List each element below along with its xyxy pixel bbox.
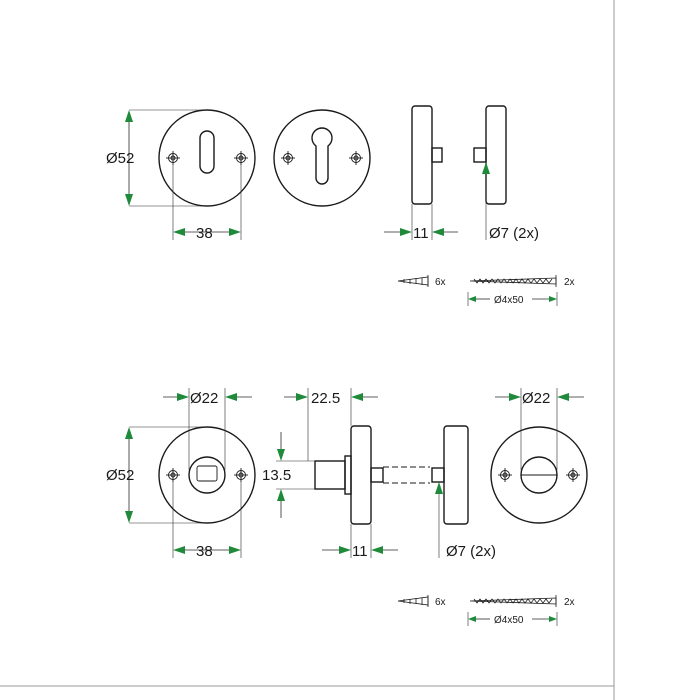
dimension-label: 22.5: [311, 390, 340, 407]
screw-long-icon: [469, 595, 557, 607]
dimension-screw-length: Ø4x50: [467, 612, 558, 626]
screw-quantity: 6x: [435, 277, 446, 288]
dimension-knob-diameter-left: Ø22: [163, 388, 252, 470]
dimension-label: Ø7 (2x): [489, 225, 539, 242]
screw-hole-icon: [233, 150, 249, 166]
dimension-label: 13.5: [262, 467, 291, 484]
screw-quantity: 2x: [564, 277, 575, 288]
dimension-thickness: 11: [322, 524, 398, 560]
dimension-label: 38: [196, 543, 213, 560]
rosette-profile-cylinder: [273, 109, 371, 207]
screw-hole-icon: [165, 150, 181, 166]
side-view-knob: [314, 425, 469, 525]
dimension-label: Ø52: [106, 150, 134, 167]
dimension-knob-height: 13.5: [262, 432, 315, 518]
screw-long-icon: [469, 275, 557, 287]
dimension-knob-diameter-right: Ø22: [495, 388, 584, 470]
dimension-label: 38: [196, 225, 213, 242]
dimension-label: 11: [352, 543, 368, 560]
rosette-turn-knob: [158, 426, 256, 524]
rosette-release: [490, 426, 588, 524]
dimension-label: Ø22: [522, 390, 550, 407]
dimension-label: Ø7 (2x): [446, 543, 496, 560]
dimension-label: 11: [413, 225, 429, 242]
screw-short-icon: [397, 595, 429, 607]
bottom-set: Ø52 Ø22 22.5: [106, 388, 588, 626]
screw-hole-icon: [233, 467, 249, 483]
dimension-pin: Ø7 (2x): [435, 482, 496, 560]
dimension-knob-length: 22.5: [284, 388, 378, 461]
dimension-screw-length: Ø4x50: [467, 292, 558, 306]
screw-short-icon: [397, 275, 429, 287]
side-view-right: [473, 105, 507, 205]
dimension-label: Ø22: [190, 390, 218, 407]
screw-hole-icon: [280, 150, 296, 166]
screw-hole-icon: [165, 467, 181, 483]
dimension-label: Ø4x50: [494, 295, 524, 306]
dimension-pin: Ø7 (2x): [482, 162, 539, 242]
dimension-thickness: 11: [384, 204, 458, 242]
screw-quantity: 2x: [564, 597, 575, 608]
screw-quantity: 6x: [435, 597, 446, 608]
dimension-label: Ø4x50: [494, 615, 524, 626]
side-view-left: [411, 105, 443, 205]
dimension-diameter: Ø52: [106, 426, 207, 524]
screw-hole-icon: [497, 467, 513, 483]
dimension-hole-spacing: 38: [172, 482, 242, 560]
dimension-hole-spacing: 38: [172, 165, 242, 242]
top-set: Ø52 38 11 Ø7 (2x): [106, 105, 575, 306]
dimension-diameter: Ø52: [106, 109, 207, 207]
screw-hole-icon: [348, 150, 364, 166]
dimension-label: Ø52: [106, 467, 134, 484]
rosette-keyhole: [158, 109, 256, 207]
screw-hole-icon: [565, 467, 581, 483]
